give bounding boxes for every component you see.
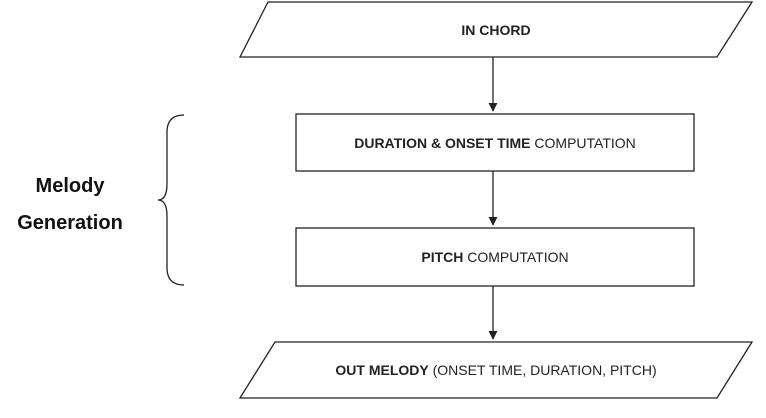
input-node-shape [238,1,754,58]
duration-label-bold: DURATION & ONSET TIME [354,134,531,151]
duration-label-normal: COMPUTATION [530,134,636,151]
pitch-node-label: PITCH COMPUTATION [296,228,694,286]
group-brace [157,114,185,286]
input-label-bold: IN CHORD [461,21,531,38]
pitch-label-normal: COMPUTATION [463,249,569,265]
duration-node-label: DURATION & ONSET TIME COMPUTATION [296,114,694,171]
duration-node-shape [295,113,695,172]
group-label-line1: Melody [35,175,105,197]
output-node-label: OUT MELODY (ONSET TIME, DURATION, PITCH) [240,342,752,398]
input-node-label: IN CHORD [240,2,752,57]
output-label-normal: (ONSET TIME, DURATION, PITCH) [428,362,657,378]
pitch-node-shape [295,227,695,287]
pitch-label-bold: PITCH [421,249,464,265]
output-node-shape [238,341,754,399]
group-label-line2: Generation [17,212,123,234]
output-label-bold: OUT MELODY [335,362,429,378]
